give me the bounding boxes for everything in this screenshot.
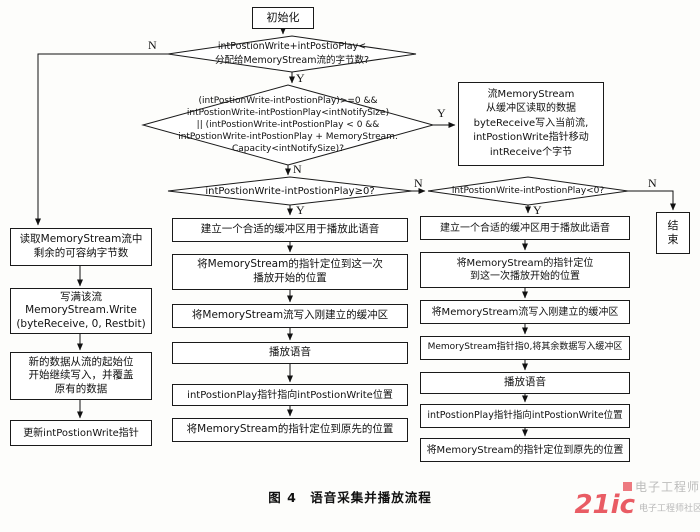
branch-label-no-2: N [293, 162, 302, 176]
right-step-write-buffer: 将MemoryStream流写入刚建立的缓冲区 [420, 300, 630, 324]
start-node: 初始化 [252, 7, 314, 29]
branch-label-yes-3: Y [296, 203, 305, 217]
watermark-logo-mark [622, 482, 632, 491]
right-step-wrap-write: MemoryStream指针指0,将其余数据写入缓冲区 [420, 336, 630, 360]
left-step-overwrite: 新的数据从流的起始位 开始继续写入，并覆盖 原有的数据 [10, 352, 152, 400]
mid-step-update-play-pointer: intPostionPlay指针指向intPostionWrite位置 [172, 384, 408, 406]
decision2-text: (intPostionWrite-intPostionPlay)>=0 && i… [178, 95, 398, 155]
edge-d4-no-end [628, 190, 676, 211]
decision1-text: intPostionWrite+intPostioPlay< 分配给Memory… [214, 41, 370, 66]
branch-label-yes-2: Y [437, 106, 446, 120]
watermark-bottom: 21ic 电子工程师社区 [574, 492, 700, 518]
branch-label-no-1: N [148, 38, 157, 52]
left-step-read-remaining: 读取MemoryStream流中 剩余的可容纳字节数 [10, 228, 152, 266]
branch-label-no-4: N [648, 176, 657, 190]
left-step-update-pointer: 更新intPostionWrite指针 [10, 420, 152, 446]
decision3-text: intPostionWrite-intPostionPlay≥0? [205, 185, 375, 197]
branch-label-yes-4: Y [533, 203, 542, 217]
branch-label-yes-1: Y [296, 71, 305, 85]
mid-step-seek-start: 将MemoryStream的指针定位到这一次 播放开始的位置 [172, 254, 408, 290]
right-step-play: 播放语音 [420, 372, 630, 394]
watermark-top: 电子工程师 [622, 478, 700, 495]
mid-step-play: 播放语音 [172, 342, 408, 364]
right-step-restore-pointer: 将MemoryStream的指针定位到原先的位置 [420, 438, 630, 462]
end-node: 结 束 [656, 212, 690, 254]
right-step-create-buffer: 建立一个合适的缓冲区用于播放此语音 [420, 216, 630, 240]
right-step-update-play-pointer: intPostionPlay指针指向intPostionWrite位置 [420, 404, 630, 428]
edge-d1-no-left [35, 53, 168, 226]
left-step-fill-stream: 写满该流 MemoryStream.Write (byteReceive, 0,… [10, 288, 152, 334]
watermark-top-text: 电子工程师 [634, 480, 700, 494]
decision4-text: intPostionWrite-intPostionPlay<0? [451, 186, 605, 196]
right-step-seek-start: 将MemoryStream的指针定位 到这一次播放开始的位置 [420, 252, 630, 288]
mid-step-create-buffer: 建立一个合适的缓冲区用于播放此语音 [172, 218, 408, 242]
figure-caption: 图 4 语音采集并播放流程 [268, 490, 432, 505]
branch-label-no-3: N [414, 176, 423, 190]
write-stream-node: 流MemoryStream 从缓冲区读取的数据 byteReceive写入当前流… [458, 82, 604, 166]
mid-step-write-buffer: 将MemoryStream流写入刚建立的缓冲区 [172, 304, 408, 328]
watermark-brand: 21ic [574, 490, 635, 520]
decision1-diamond [167, 35, 417, 73]
mid-step-restore-pointer: 将MemoryStream的指针定位到原先的位置 [172, 418, 408, 442]
watermark-bottom-text: 电子工程师社区 [638, 504, 700, 514]
